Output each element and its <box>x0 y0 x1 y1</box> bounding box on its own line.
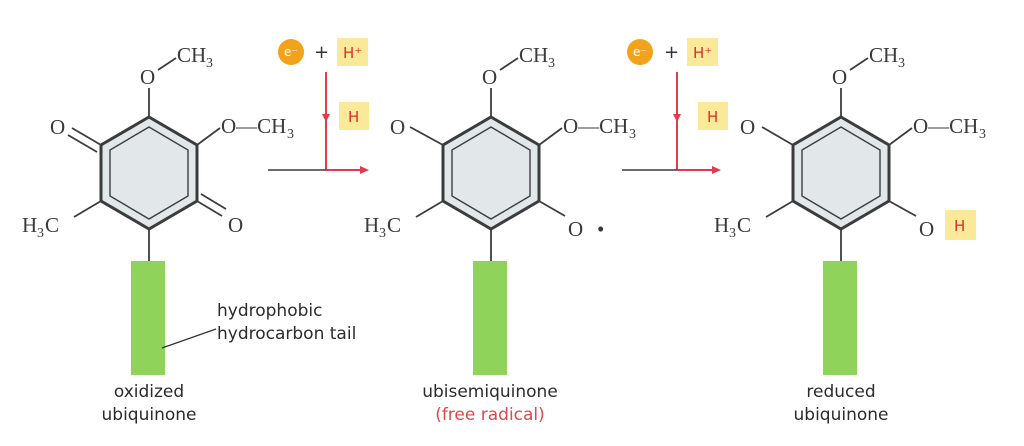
proton-box <box>337 38 368 66</box>
hydrocarbon-tail <box>473 261 507 375</box>
hydrocarbon-tail <box>131 261 165 375</box>
caption-semiquinone-line2: (free radical) <box>435 405 545 425</box>
svg-text:3: 3 <box>898 56 905 71</box>
caption-oxidized-line2: ubiquinone <box>102 405 197 425</box>
reaction-step-1: e⁻ + H⁺ H <box>268 38 369 174</box>
svg-text:3: 3 <box>979 127 986 142</box>
caption-reduced-line1: reduced <box>806 382 875 402</box>
ring-inner <box>801 126 881 220</box>
left-hydroxyl-o: O <box>740 115 755 139</box>
left-hydroxyl-o: O <box>390 115 405 139</box>
methyl-label: H <box>714 213 729 237</box>
ring-inner <box>451 126 531 220</box>
top-methoxy-o: O <box>482 65 497 89</box>
svg-text:3: 3 <box>729 226 736 241</box>
top-methoxy-o: O <box>832 65 847 89</box>
molecule-oxidized: O CH 3 O—CH 3 O O H 3 C <box>22 43 294 375</box>
methyl-label: H <box>364 213 379 237</box>
tail-label-leader <box>161 328 217 349</box>
svg-text:3: 3 <box>287 127 294 142</box>
plus-sign: + <box>664 42 679 63</box>
caption-semiquinone-line1: ubisemiquinone <box>422 382 558 402</box>
benzene-ring <box>791 115 891 231</box>
svg-text:3: 3 <box>379 226 386 241</box>
electron-badge <box>627 39 653 65</box>
top-methoxy-o: O <box>140 65 155 89</box>
left-carbonyl-o: O <box>50 115 65 139</box>
svg-text:3: 3 <box>629 127 636 142</box>
svg-text:3: 3 <box>206 56 213 71</box>
top-methoxy-ch3: CH <box>869 43 898 67</box>
svg-text:3: 3 <box>548 56 555 71</box>
hydrogen-label: H <box>348 108 359 126</box>
right-hydroxyl-o: O <box>919 217 934 241</box>
svg-text:C: C <box>45 213 59 237</box>
right-methoxy: O—CH <box>913 114 978 138</box>
hydrocarbon-tail <box>823 261 857 375</box>
right-carbonyl-o: O <box>228 213 243 237</box>
top-methoxy-ch3: CH <box>519 43 548 67</box>
proton-label: H⁺ <box>693 44 712 62</box>
tail-label-line2: hydrocarbon tail <box>217 324 356 344</box>
added-hydrogen-label: H <box>954 217 965 235</box>
caption-reduced-line2: ubiquinone <box>794 405 889 425</box>
proton-box <box>687 38 718 66</box>
methyl-label: H <box>22 213 37 237</box>
molecule-semiquinone: O CH 3 O—CH 3 O O • H 3 C <box>364 43 636 375</box>
hydrogen-box <box>698 102 728 130</box>
benzene-ring <box>441 115 541 231</box>
radical-o: O <box>568 217 583 241</box>
plus-sign: + <box>314 42 329 63</box>
caption-oxidized-line1: oxidized <box>114 382 184 402</box>
added-hydrogen-box <box>945 210 976 240</box>
svg-text:C: C <box>737 213 751 237</box>
right-methoxy: O—CH <box>221 114 286 138</box>
electron-badge <box>278 39 304 65</box>
top-methoxy-ch3: CH <box>177 43 206 67</box>
proton-label: H⁺ <box>343 44 362 62</box>
benzene-ring <box>99 115 199 231</box>
electron-label: e⁻ <box>633 45 647 59</box>
right-methoxy: O—CH <box>563 114 628 138</box>
radical-dot: • <box>597 217 604 241</box>
reaction-step-2: e⁻ + H⁺ H <box>622 38 728 174</box>
tail-label-line1: hydrophobic <box>217 301 322 321</box>
hydrogen-label: H <box>707 108 718 126</box>
hydrogen-box <box>339 102 369 130</box>
electron-label: e⁻ <box>284 45 298 59</box>
molecule-reduced: O CH 3 O—CH 3 O O H H 3 C <box>714 43 986 375</box>
svg-text:3: 3 <box>37 226 44 241</box>
ring-inner <box>109 126 189 220</box>
svg-text:C: C <box>387 213 401 237</box>
